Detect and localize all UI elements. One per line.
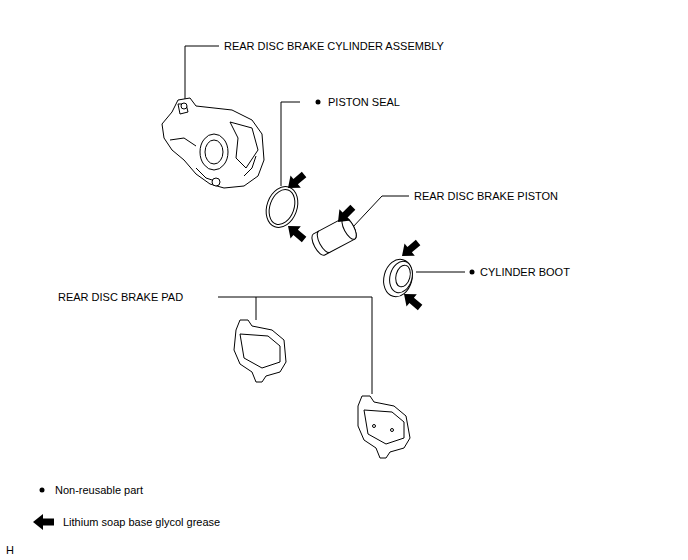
leader-line — [218, 297, 372, 394]
part-label: CYLINDER BOOT — [480, 266, 570, 279]
legend-dot-sample — [40, 488, 45, 493]
non-reusable-dot — [316, 100, 321, 105]
legend-text: Lithium soap base glycol grease — [63, 516, 220, 529]
grease-arrow — [283, 168, 425, 313]
cylinder-boot-illustration — [380, 256, 417, 300]
legend-arrow-sample — [33, 514, 54, 530]
legend-text: Non-reusable part — [55, 484, 143, 497]
part-label: REAR DISC BRAKE CYLINDER ASSEMBLY — [224, 40, 444, 53]
leader-line — [185, 46, 219, 100]
leader-line — [352, 196, 409, 228]
caliper-illustration — [162, 98, 264, 188]
piston-seal-illustration — [261, 182, 304, 232]
piston-illustration — [309, 216, 359, 258]
non-reusable-dot — [470, 270, 475, 275]
brake-pad-illustration — [234, 320, 410, 458]
part-label: PISTON SEAL — [328, 96, 400, 109]
part-label: REAR DISC BRAKE PISTON — [414, 190, 558, 203]
leader-line — [416, 272, 465, 273]
figure-code: H — [6, 544, 14, 557]
part-label: REAR DISC BRAKE PAD — [58, 291, 183, 304]
leader-line — [281, 102, 300, 186]
leader-line — [256, 297, 257, 320]
